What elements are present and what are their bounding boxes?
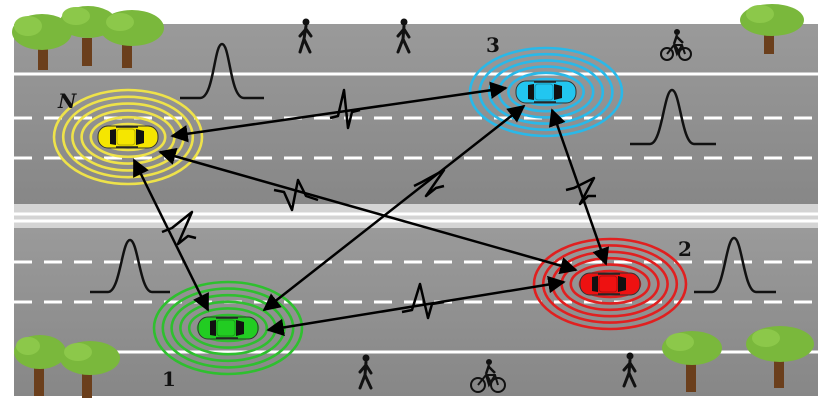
tree-icon — [14, 335, 66, 396]
pedestrian-icon — [358, 354, 373, 390]
communication-links — [132, 81, 610, 337]
tree-icon — [746, 326, 814, 388]
gaussian-pulse-icon — [273, 178, 319, 212]
gaussian-pulse-icon — [565, 176, 596, 206]
antenna-ring-icon — [532, 237, 688, 331]
pedestrian-icon — [298, 18, 313, 54]
gaussian-pulse-icon — [413, 168, 446, 198]
vehicle-label-2: 2 — [678, 237, 692, 261]
tree-icon — [662, 331, 722, 392]
gaussian-pulse-icon — [329, 88, 361, 130]
gaussian-pulse-icon — [630, 88, 716, 146]
gaussian-pulse-icon — [401, 282, 445, 320]
car-icon — [97, 125, 159, 149]
link-3-2 — [548, 108, 610, 266]
gaussian-pulse-icon — [161, 210, 197, 246]
bicycle-icon — [470, 359, 506, 393]
link-1-2 — [266, 275, 566, 337]
tree-icon — [60, 6, 116, 66]
gaussian-pulse-icon — [694, 236, 776, 294]
car-icon — [197, 316, 259, 340]
link-n-1 — [132, 158, 210, 312]
antenna-ring-icon — [468, 46, 624, 138]
link-pulses — [161, 88, 596, 320]
vehicles — [97, 80, 641, 340]
tree-icon — [60, 341, 120, 398]
road-lower — [14, 228, 818, 396]
tree-icon — [740, 4, 804, 54]
car-icon — [579, 272, 641, 296]
tree-icon — [12, 14, 72, 70]
car-icon — [515, 80, 577, 104]
vehicle-label-n: N — [57, 89, 77, 113]
tree-icon — [100, 10, 164, 68]
vehicle-label-1: 1 — [162, 367, 176, 391]
bicycle-icon — [660, 29, 692, 61]
pedestrian-icon — [622, 352, 637, 388]
vehicle-label-3: 3 — [486, 33, 500, 57]
pedestrian-icon — [396, 18, 411, 54]
